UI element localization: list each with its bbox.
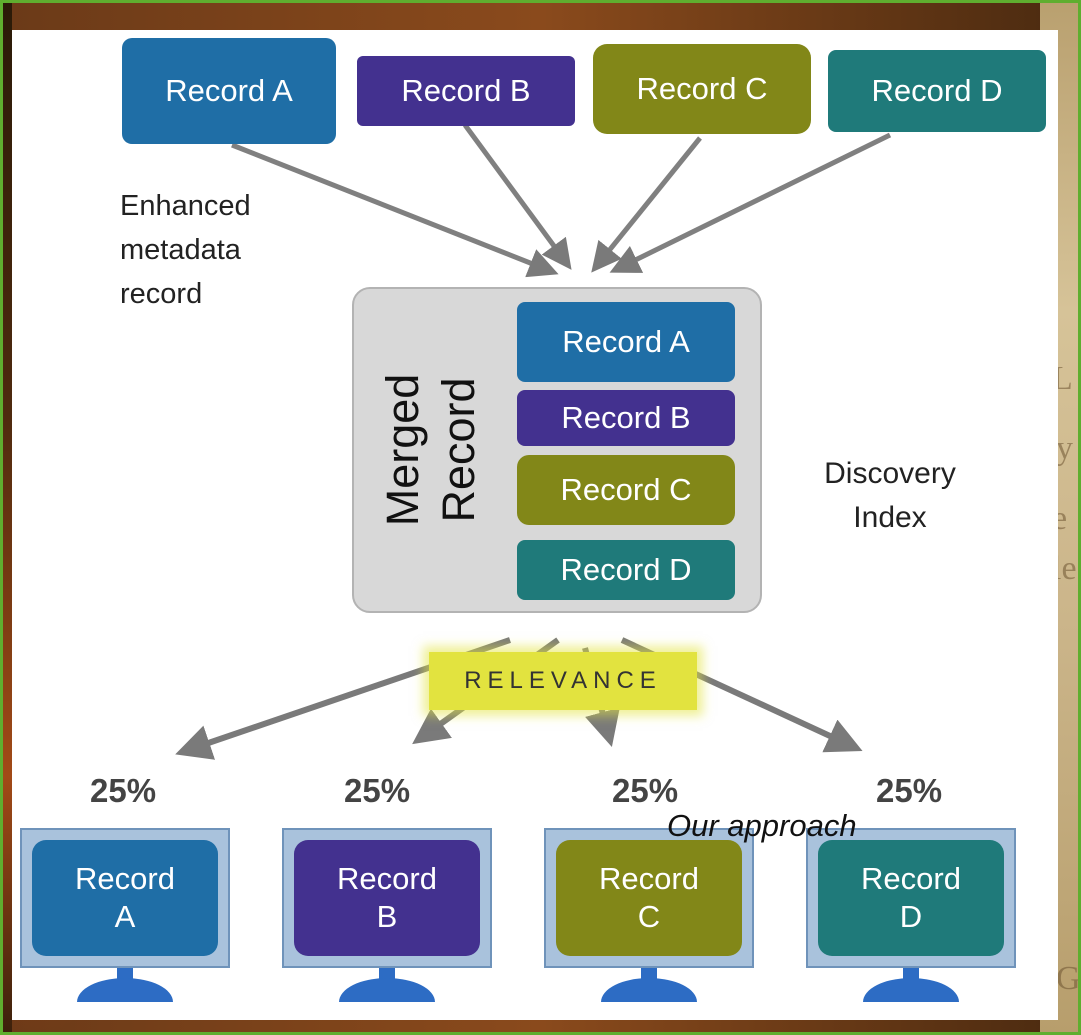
discovery-line-2: Index — [853, 501, 927, 534]
merged-record-b-label: Record B — [561, 400, 691, 435]
merged-title-line-2: Record — [433, 377, 484, 523]
background-glyph: G — [1056, 960, 1081, 997]
arrow-b-to-merged — [462, 123, 572, 270]
top-record-a: Record A — [122, 38, 336, 144]
discovery-line-1: Discovery — [824, 457, 956, 490]
merged-record-c-label: Record C — [560, 472, 692, 507]
monitor-d-line-1: Record — [861, 861, 961, 896]
monitor-a-line-1: Record — [75, 861, 175, 896]
enhanced-metadata-label: Enhanced metadata record — [120, 184, 251, 316]
monitor-b-stand — [379, 968, 395, 980]
merged-record-c: Record C — [517, 455, 735, 525]
merged-record-b: Record B — [517, 390, 735, 446]
percent-a: 25% — [90, 772, 157, 809]
percent-d: 25% — [876, 772, 943, 809]
relevance-label: RELEVANCE — [429, 652, 697, 710]
monitor-d: Record D — [806, 828, 1016, 968]
arrow-d-to-merged — [609, 132, 892, 273]
arrow-a-to-merged — [231, 142, 559, 278]
top-record-b: Record B — [357, 56, 575, 126]
enhanced-line-3: record — [120, 278, 203, 310]
background-left-edge — [0, 0, 12, 1035]
monitor-d-line-2: D — [899, 899, 923, 934]
merged-record-d-label: Record D — [560, 552, 692, 587]
discovery-index-label: Discovery Index — [780, 452, 1000, 540]
enhanced-line-2: metadata — [120, 234, 241, 266]
merged-record-d: Record D — [517, 540, 735, 600]
merged-title-line-1: Merged — [377, 373, 428, 527]
enhanced-line-1: Enhanced — [120, 190, 251, 222]
percent-b: 25% — [344, 772, 411, 809]
top-record-b-label: Record B — [401, 73, 531, 108]
monitor-a-stand — [117, 968, 133, 980]
approach-label: Our approach — [667, 808, 857, 843]
merged-record-title: Merged Record — [356, 300, 506, 600]
arrow-c-to-merged — [591, 136, 702, 273]
top-record-a-label: Record A — [165, 73, 293, 108]
monitor-d-stand — [903, 968, 919, 980]
monitor-b: Record B — [282, 828, 492, 968]
monitor-a-screen: Record A — [32, 840, 218, 956]
monitor-c-stand — [641, 968, 657, 980]
monitor-b-screen: Record B — [294, 840, 480, 956]
percent-c: 25% — [612, 772, 679, 809]
monitor-a-line-2: A — [114, 899, 136, 934]
merged-record-a: Record A — [517, 302, 735, 382]
background-glyph: y — [1056, 430, 1073, 467]
top-record-c: Record C — [593, 44, 811, 134]
top-record-d: Record D — [828, 50, 1046, 132]
monitor-c-line-2: C — [637, 899, 661, 934]
monitor-c-line-1: Record — [599, 861, 699, 896]
top-record-d-label: Record D — [871, 73, 1003, 108]
monitor-c-screen: Record C — [556, 840, 742, 956]
monitor-d-screen: Record D — [818, 840, 1004, 956]
top-record-c-label: Record C — [636, 71, 768, 106]
monitor-b-line-2: B — [376, 899, 398, 934]
monitor-a: Record A — [20, 828, 230, 968]
monitor-c: Record C — [544, 828, 754, 968]
merged-record-a-label: Record A — [562, 324, 690, 359]
monitor-b-line-1: Record — [337, 861, 437, 896]
